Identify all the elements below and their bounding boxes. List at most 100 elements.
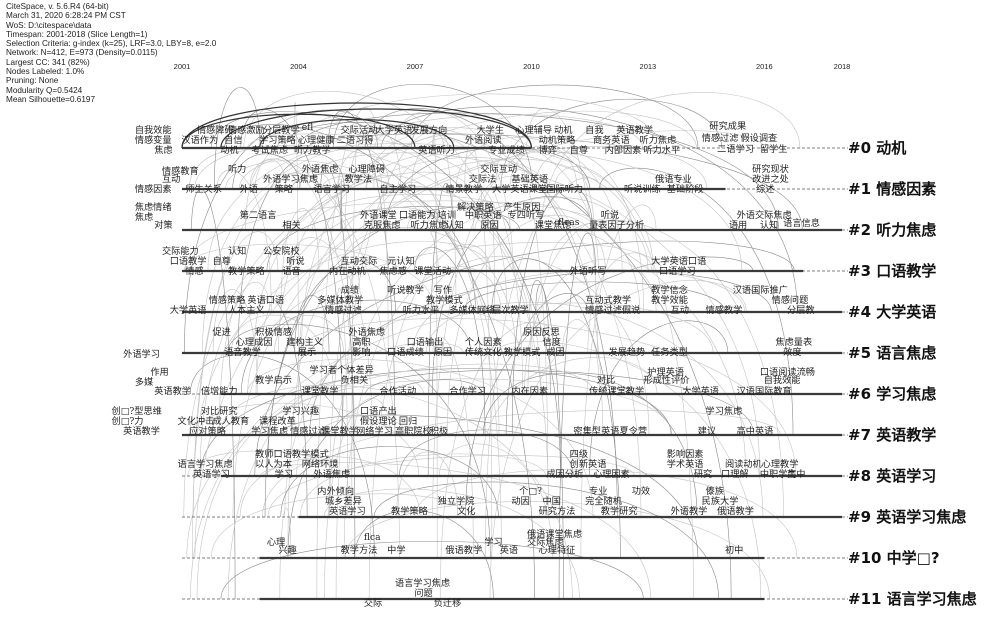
co-occurrence-arc (587, 252, 652, 354)
keyword-label: 认知 (759, 220, 779, 231)
keyword-label: 听说 (286, 256, 305, 267)
keyword-label: 克服焦虑 (363, 220, 401, 231)
keyword-label: 外语学习 (123, 349, 160, 360)
keyword-label: 外语听写 (569, 266, 607, 277)
keyword-label: 课堂教学 (301, 386, 339, 397)
keyword-label: 建构主义 (286, 337, 323, 348)
keyword-label: 倍增能力 (200, 386, 238, 397)
keyword-label: 创□?型思维 (111, 406, 162, 417)
keyword-label: 四级 (569, 449, 589, 460)
co-occurrence-arc (589, 320, 729, 477)
keyword-label: 网络环境 (301, 459, 339, 470)
keyword-label: 认知 (228, 246, 247, 257)
keyword-label: 大学英语 (682, 386, 719, 397)
co-occurrence-arc (240, 109, 343, 436)
co-occurrence-arc (344, 128, 402, 231)
keyword-label: 口语教学 (169, 256, 207, 267)
keyword-label: 对比 (596, 375, 616, 386)
software-version: CiteSpace, v. 5.6.R4 (64-bit) (6, 2, 109, 11)
keyword-label: 原因 (480, 220, 499, 231)
co-occurrence-arc (580, 204, 657, 559)
co-occurrence-arc (328, 181, 442, 518)
keyword-label: 学习 (484, 537, 503, 548)
keyword-label: 教学研究 (600, 506, 638, 517)
keyword-label: 自尊 (569, 145, 589, 156)
keyword-label: 汉语作为 (181, 135, 219, 146)
co-occurrence-arc (262, 409, 781, 518)
keyword-label: 汉语国际教育 (736, 386, 792, 397)
co-occurrence-arc (249, 158, 355, 436)
keyword-label: 师生关系 (185, 184, 223, 195)
keyword-label: 动因 (511, 496, 530, 507)
keyword-label: 假设理论 (360, 416, 397, 427)
cluster-label-4: #4 大学英语 (848, 303, 937, 321)
keyword-label: 第二语言 (239, 210, 277, 221)
keyword-label: 效度 (783, 347, 802, 358)
year-label: 2013 (639, 62, 657, 71)
keyword-label: 听力水平 (402, 305, 440, 316)
keyword-label: efl (301, 122, 314, 133)
keyword-label: 心理成因 (235, 337, 273, 348)
keyword-label: 交际互动 (480, 164, 518, 175)
keyword-label: 原因反思 (523, 327, 560, 338)
keyword-label: 英语学习 (328, 506, 366, 517)
network-stats: Network: N=412, E=973 (Density=0.0115) (6, 48, 158, 58)
keyword-label: 动机 (554, 125, 573, 136)
citation-arcs (181, 84, 803, 600)
keyword-label: 俄语专业 (655, 174, 692, 185)
keyword-label: 口理解 (721, 469, 749, 480)
keyword-label: 语音教学 (224, 347, 261, 358)
nodes-labeled: Nodes Labeled: 1.0% (6, 67, 85, 77)
keyword-label: 研究现状 (752, 164, 789, 175)
keyword-label: 情景教学 (445, 184, 483, 195)
keyword-label: 假设调查 (740, 133, 778, 144)
keyword-label: 积极情感 (255, 327, 292, 338)
co-occurrence-arc (447, 215, 606, 436)
generated-timestamp: March 31, 2020 6:28:24 PM CST (6, 11, 126, 21)
co-occurrence-arc (196, 375, 424, 600)
co-occurrence-arc (216, 169, 272, 313)
co-occurrence-arc (224, 124, 536, 600)
keyword-label: 教学启示 (255, 375, 292, 386)
co-occurrence-arc (511, 186, 593, 436)
co-occurrence-arc (194, 130, 765, 559)
year-label: 2007 (406, 62, 424, 71)
co-occurrence-arc (231, 314, 334, 395)
co-occurrence-arc (278, 175, 447, 354)
keyword-label: 基础阶段 (666, 184, 704, 195)
co-occurrence-arc (293, 102, 299, 436)
keyword-label: 自主学习 (379, 184, 417, 195)
co-occurrence-arc (527, 218, 649, 395)
co-occurrence-arc (455, 137, 623, 272)
keyword-label: 文化冲击 (177, 416, 215, 427)
keyword-label: 学习兴趣 (282, 406, 320, 417)
co-occurrence-arc (327, 110, 396, 436)
keyword-label: 量表因子分析 (589, 220, 645, 231)
co-occurrence-arc (245, 159, 287, 231)
co-occurrence-arc (509, 147, 595, 231)
keyword-label: 阅读动机心理教学 (724, 459, 799, 470)
cluster-label-7: #7 英语教学 (848, 426, 937, 444)
keyword-label: 公安院校 (262, 246, 300, 257)
keyword-label: 听力教学 (294, 145, 331, 156)
keyword-label: 俄语课堂焦虑 (526, 529, 583, 540)
keyword-label: 促进 (212, 327, 231, 338)
keyword-label: 教师口语教学模式 (255, 449, 329, 460)
co-occurrence-arc (487, 205, 496, 313)
cluster-label-1: #1 情感因素 (848, 180, 937, 198)
co-occurrence-arc (183, 109, 379, 354)
keyword-label: 民族大学 (701, 496, 739, 507)
keyword-label: 对比研究 (200, 406, 238, 417)
year-label: 2001 (173, 62, 191, 71)
keyword-label: 听力水平 (643, 145, 681, 156)
keyword-label: 心理因素 (592, 469, 630, 480)
keyword-label: 外语学习焦虑 (262, 174, 319, 185)
keyword-label: 情感教育 (162, 166, 199, 177)
keyword-label: 高职 (352, 337, 371, 348)
keyword-label: 内在因素 (511, 386, 549, 397)
keyword-label: 留学生 (759, 144, 788, 155)
keyword-label: 互动式教学 (585, 295, 632, 306)
keyword-label: 听说 (600, 210, 620, 221)
